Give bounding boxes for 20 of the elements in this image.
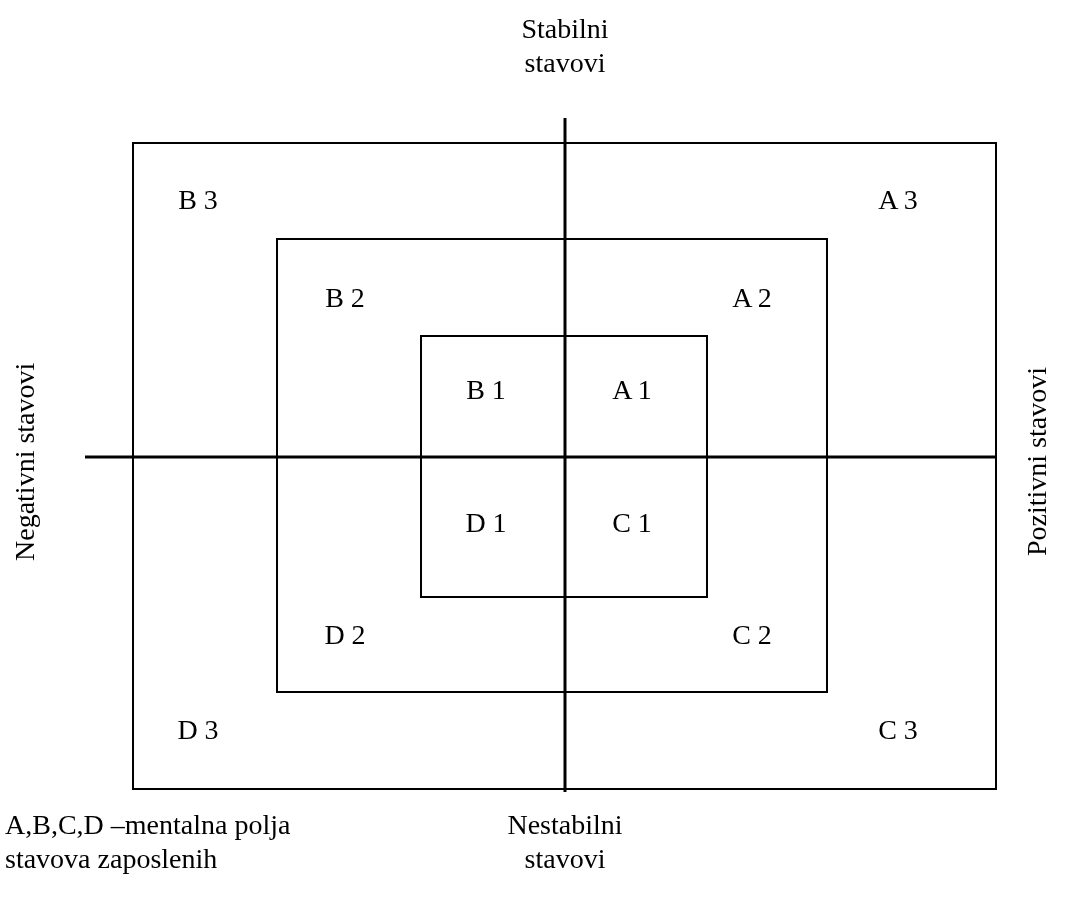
quadrant-label: C 1: [612, 507, 652, 539]
quadrant-label: B 2: [325, 282, 365, 314]
note: A,B,C,D –mentalna polja stavova zaposlenih: [5, 808, 292, 876]
inner-frame: [420, 335, 708, 598]
quadrant-label: A 2: [732, 282, 772, 314]
middle-frame: [276, 238, 828, 693]
quadrant-label: A 3: [878, 184, 918, 216]
axis-label: Stabilni stavovi: [520, 12, 610, 80]
quadrant-label: D 2: [324, 619, 366, 651]
quadrant-label: A 1: [612, 374, 652, 406]
quadrant-label: B 1: [466, 374, 506, 406]
axis-label: Pozitivni stavovi: [1020, 366, 1053, 559]
outer-frame: [132, 142, 997, 790]
quadrant-label: D 1: [465, 507, 507, 539]
axis-label: Nestabilni stavovi: [506, 808, 624, 876]
quadrant-label: C 3: [878, 714, 918, 746]
axis-label: Negativni stavovi: [8, 361, 41, 564]
quadrant-label: C 2: [732, 619, 772, 651]
quadrant-label: B 3: [178, 184, 218, 216]
quadrant-label: D 3: [177, 714, 219, 746]
